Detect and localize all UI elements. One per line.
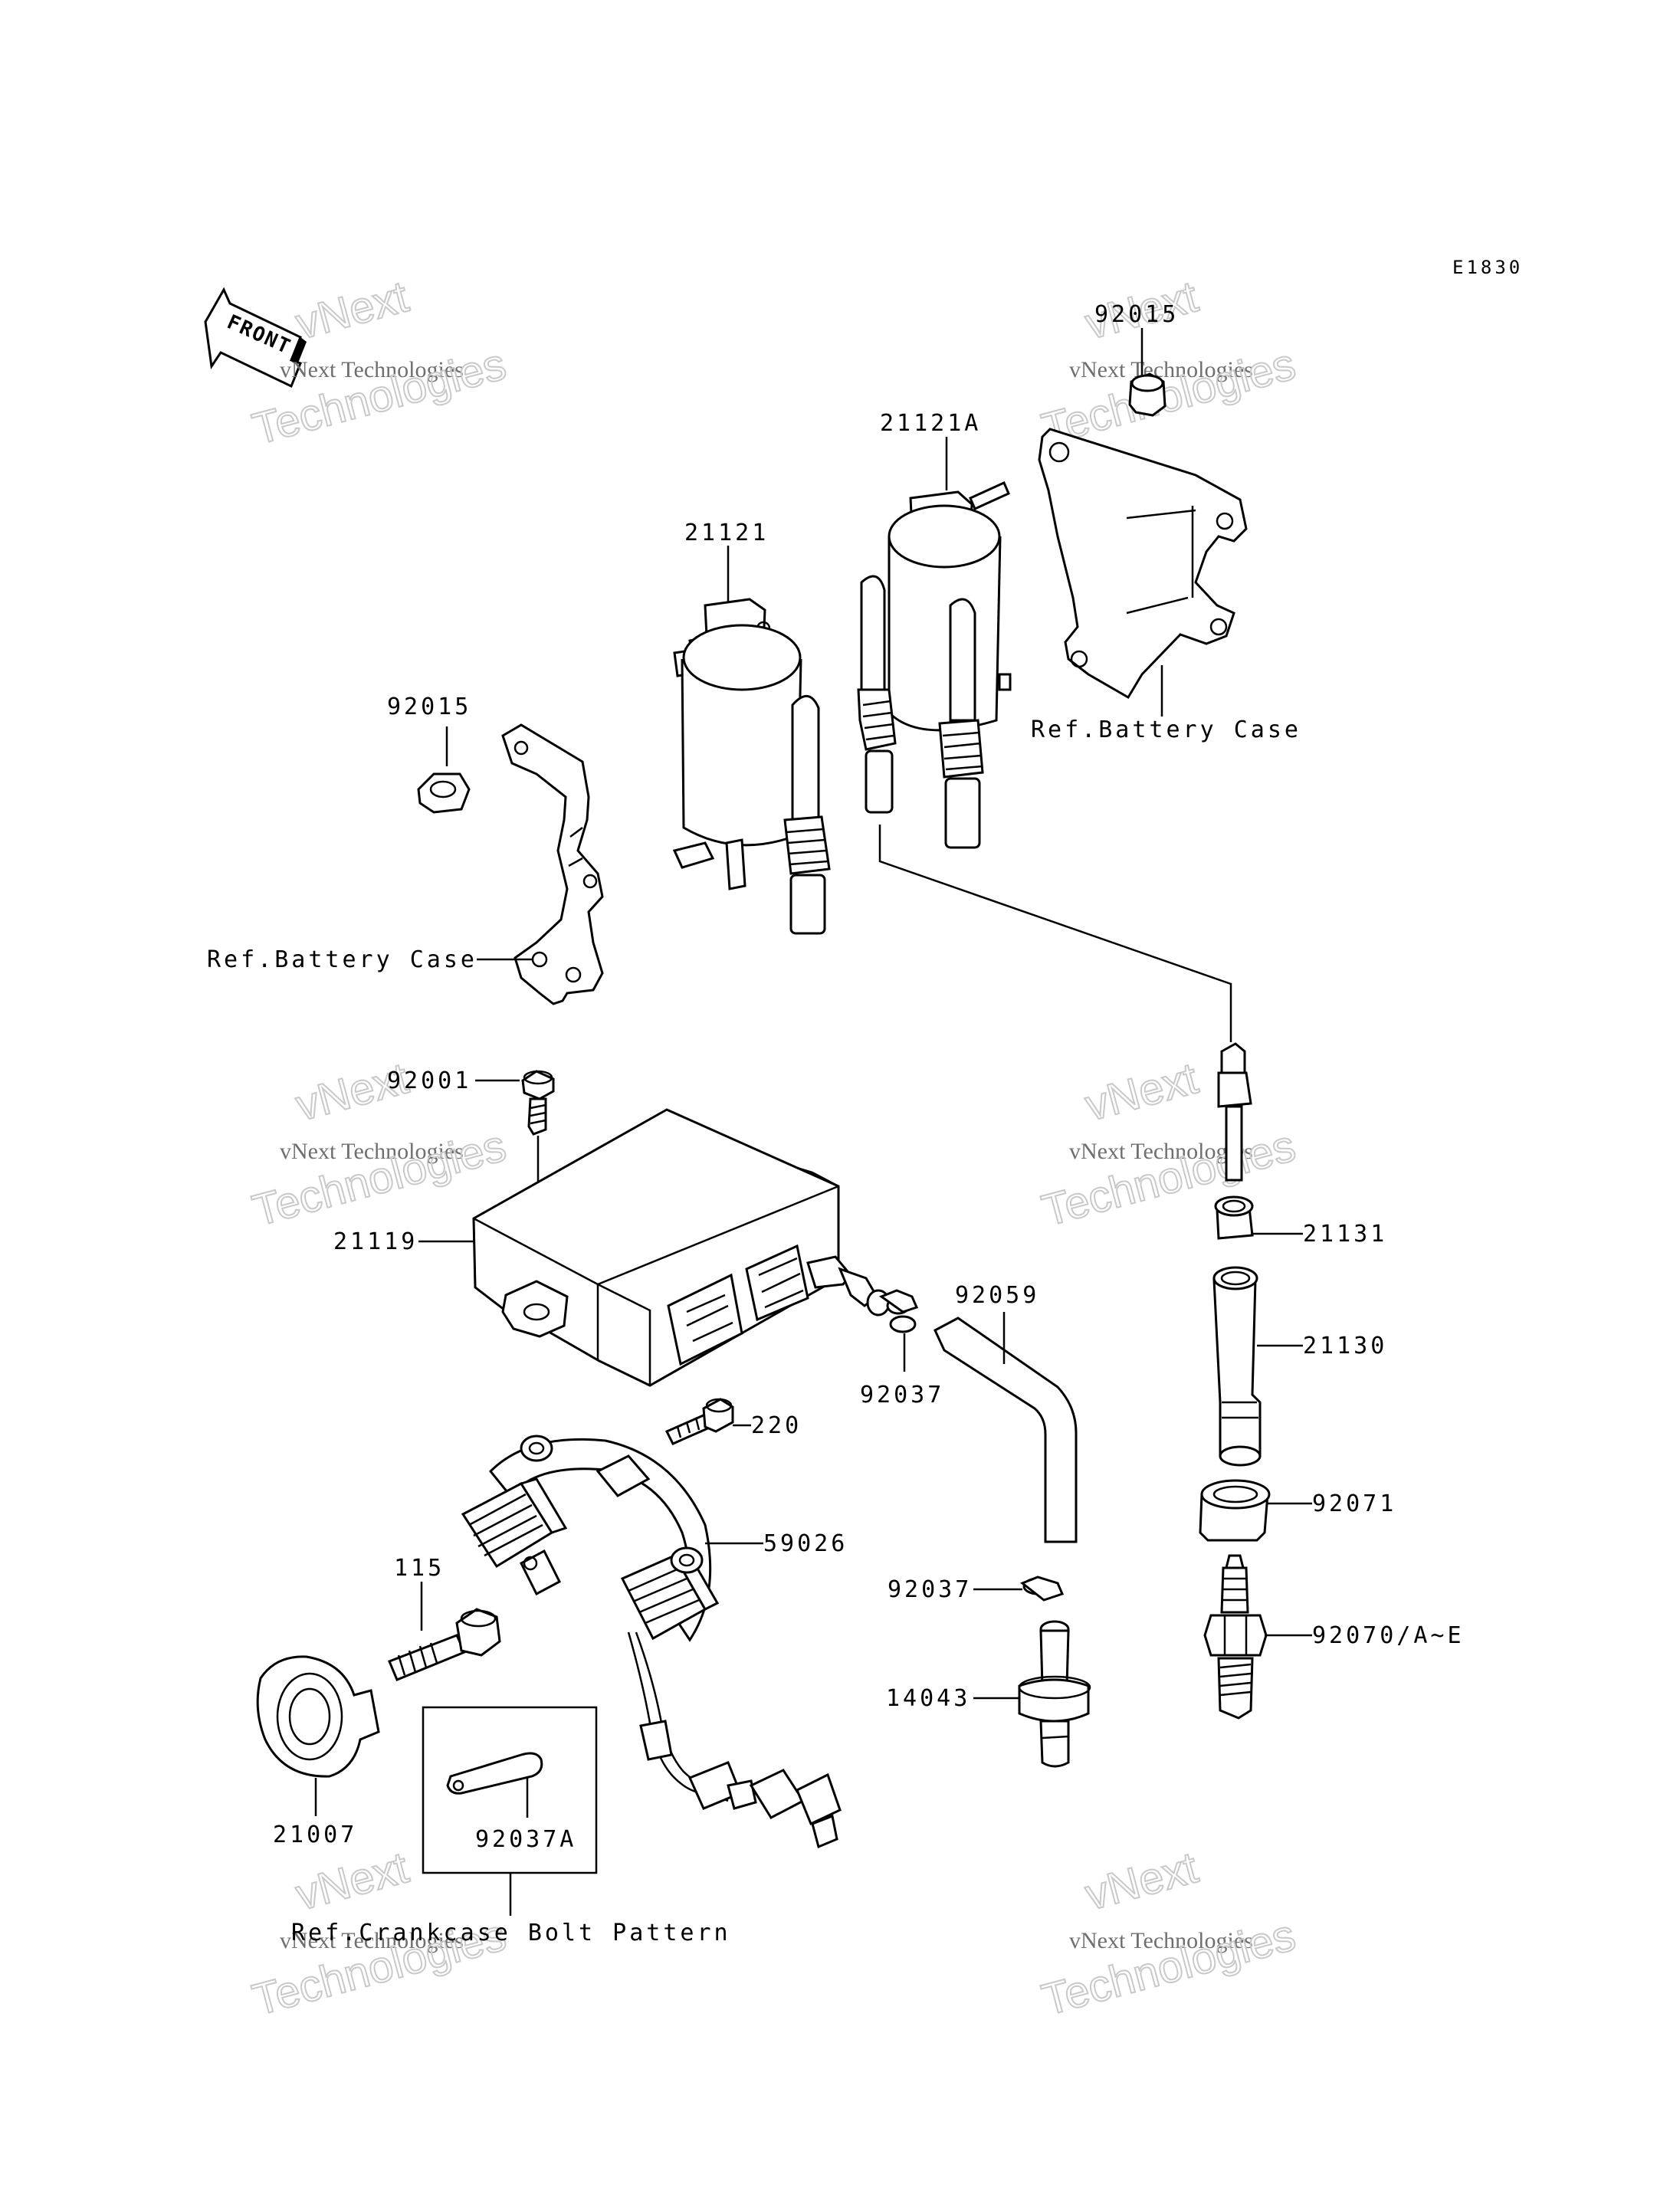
label-14043: 14043 — [886, 1685, 970, 1712]
label-21119: 21119 — [333, 1228, 418, 1255]
igniter-unit-21119 — [472, 1108, 891, 1387]
label-ref-battery-case-right: Ref.Battery Case — [1031, 716, 1301, 743]
label-92071: 92071 — [1312, 1490, 1396, 1517]
svg-text:vNext Technologies: vNext Technologies — [1069, 1139, 1253, 1164]
nut-92015-left — [417, 726, 471, 814]
label-92001: 92001 — [387, 1067, 471, 1094]
clamp-92037A-inset — [422, 1706, 598, 1916]
svg-text:vNext: vNext — [290, 271, 413, 349]
pickup-coil-59026 — [461, 1435, 842, 1849]
nut-92015-top — [1128, 328, 1166, 417]
bolt-115 — [388, 1582, 501, 1681]
filter-14043 — [973, 1620, 1091, 1768]
label-21131: 21131 — [1303, 1221, 1387, 1248]
label-92070: 92070/A~E — [1312, 1622, 1465, 1649]
label-92059: 92059 — [955, 1282, 1039, 1309]
lead-routing-line — [878, 825, 1232, 1042]
svg-text:vNext: vNext — [1080, 1842, 1203, 1920]
watermark-block: vNext vNext Technologies Technologies — [1036, 271, 1301, 454]
bolt-220 — [664, 1398, 751, 1445]
battery-case-bracket-right — [1038, 428, 1248, 716]
label-220: 220 — [751, 1412, 802, 1439]
plug-cap-assembly — [1199, 1042, 1271, 1720]
clamp-92037-lower — [973, 1576, 1065, 1602]
svg-text:Technologies: Technologies — [1037, 1910, 1301, 2025]
label-21121A: 21121A — [880, 410, 981, 437]
watermark-block: vNext vNext Technologies Technologies — [247, 271, 512, 454]
svg-text:vNext Technologies: vNext Technologies — [280, 1928, 464, 1953]
svg-text:Technologies: Technologies — [248, 1120, 511, 1235]
label-92037-lower: 92037 — [888, 1576, 972, 1603]
label-115: 115 — [394, 1555, 445, 1582]
watermark-block: vNext vNext Technologies Technologies — [1036, 1052, 1301, 1236]
watermark-block: vNext vNext Technologies Technologies — [247, 1052, 512, 1236]
watermark-block: vNext vNext Technologies Technologies — [1036, 1841, 1301, 2025]
rotor-21007 — [256, 1655, 380, 1816]
hose-92059 — [934, 1312, 1078, 1543]
label-ref-crankcase: Ref.Crankcase Bolt Pattern — [291, 1920, 731, 1946]
label-92037-upper: 92037 — [860, 1382, 944, 1408]
svg-text:vNext: vNext — [1080, 1053, 1203, 1130]
svg-text:vNext Technologies: vNext Technologies — [280, 357, 464, 382]
clamp-92037-upper — [878, 1289, 919, 1372]
label-ref-battery-case-left: Ref.Battery Case — [207, 946, 477, 973]
label-92015-top: 92015 — [1094, 301, 1179, 328]
label-92037A: 92037A — [475, 1826, 576, 1853]
label-59026: 59026 — [763, 1530, 848, 1557]
label-21130: 21130 — [1303, 1333, 1387, 1359]
ignition-coil-21121 — [672, 546, 831, 935]
ignition-coil-21121A — [857, 437, 1012, 849]
svg-text:Technologies: Technologies — [1037, 1120, 1301, 1235]
svg-text:vNext Technologies: vNext Technologies — [1069, 1928, 1253, 1953]
label-21121: 21121 — [684, 520, 769, 546]
svg-text:vNext: vNext — [290, 1842, 413, 1920]
battery-case-bracket-left — [501, 723, 604, 1005]
label-21007: 21007 — [273, 1822, 357, 1848]
svg-text:vNext Technologies: vNext Technologies — [280, 1139, 464, 1164]
label-92015-left: 92015 — [387, 694, 471, 720]
diagram-code: E1830 — [1452, 257, 1523, 278]
